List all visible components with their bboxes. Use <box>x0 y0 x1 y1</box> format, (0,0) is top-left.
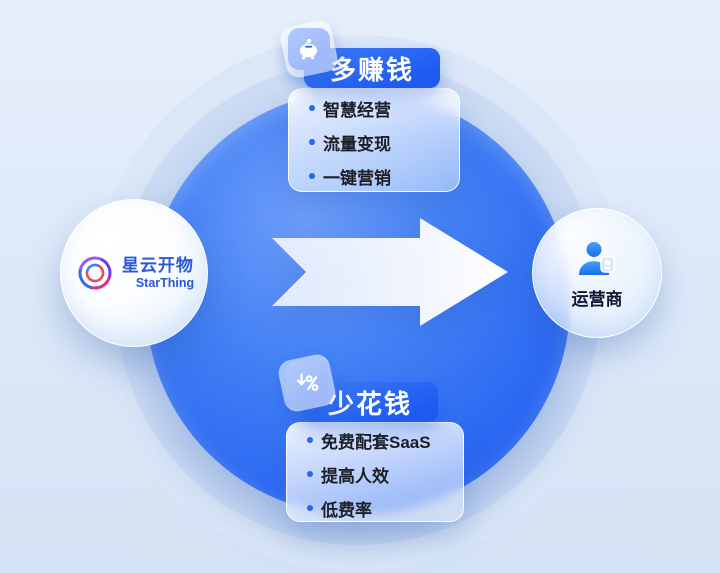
bullet-dot <box>307 471 313 477</box>
operator-node: 运营商 <box>532 208 662 338</box>
bullet-dot <box>309 105 315 111</box>
list-item: 提高人效 <box>307 462 449 487</box>
operator-person-icon <box>579 241 615 275</box>
logo-name-en: StarThing <box>135 275 195 290</box>
bullet-dot <box>307 437 313 443</box>
operator-label: 运营商 <box>571 289 623 309</box>
logo-name-cn: 星云开物 <box>121 256 194 276</box>
bullet-dot <box>309 139 315 145</box>
bullet-dot <box>309 173 315 179</box>
flow-arrow-icon <box>272 218 508 326</box>
list-item: 低费率 <box>307 496 449 521</box>
discount-down-icon <box>286 362 328 404</box>
earn-more-card: 多赚钱 智慧经营 流量变现 一键营销 <box>288 28 460 192</box>
piggy-bank-icon <box>288 28 330 70</box>
list-item: 免费配套SaaS <box>307 428 449 453</box>
list-item: 流量变现 <box>309 130 445 155</box>
bullet-dot <box>307 505 313 511</box>
starthing-logo-text: 星云开物 StarThing <box>122 256 194 290</box>
earn-more-list: 智慧经营 流量变现 一键营销 <box>288 88 460 192</box>
list-item: 智慧经营 <box>309 96 445 121</box>
spend-less-list: 免费配套SaaS 提高人效 低费率 <box>286 422 464 522</box>
starthing-node: 星云开物 StarThing <box>60 199 208 347</box>
spend-less-card: 少花钱 免费配套SaaS 提高人效 低费率 <box>286 362 464 522</box>
list-item: 一键营销 <box>309 164 445 189</box>
starthing-logo-swirl-icon <box>78 256 112 290</box>
